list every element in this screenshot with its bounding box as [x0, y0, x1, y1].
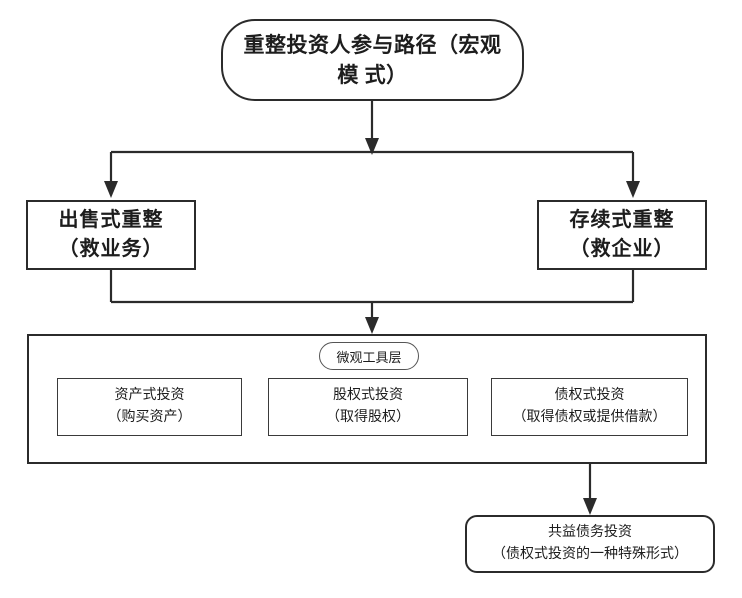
- node-going-line2: （救企业）: [569, 238, 675, 260]
- tool-debt-investment[interactable]: 债权式投资 （取得债权或提供借款）: [491, 378, 688, 436]
- node-going-concern-restructuring[interactable]: 存续式重整 （救企业）: [537, 200, 707, 270]
- node-common-label: 共益债务投资 （债权式投资的一种特殊形式）: [482, 522, 698, 567]
- tool-asset-label: 资产式投资 （购买资产）: [108, 385, 192, 430]
- node-sale-label: 出售式重整 （救业务）: [49, 206, 174, 264]
- node-root-path[interactable]: 重整投资人参与路径（宏观模 式）: [221, 19, 524, 101]
- node-common-line2: （债权式投资的一种特殊形式）: [492, 547, 688, 562]
- tool-debt-line1: 债权式投资: [554, 387, 625, 403]
- tool-equity-label: 股权式投资 （取得股权）: [326, 385, 410, 430]
- tool-asset-line1: 资产式投资: [114, 387, 185, 403]
- node-sale-restructuring[interactable]: 出售式重整 （救业务）: [26, 200, 196, 270]
- node-common-benefit-debt-investment[interactable]: 共益债务投资 （债权式投资的一种特殊形式）: [465, 515, 715, 573]
- tool-layer-badge-label: 微观工具层: [336, 349, 402, 365]
- tool-equity-line1: 股权式投资: [333, 387, 403, 403]
- tool-debt-label: 债权式投资 （取得债权或提供借款）: [513, 385, 667, 430]
- node-sale-line1: 出售式重整: [58, 209, 164, 231]
- tool-equity-line2: （取得股权）: [326, 410, 410, 425]
- arrowhead-root-split: [365, 138, 379, 155]
- tool-asset-line2: （购买资产）: [107, 410, 192, 425]
- arrowhead-tools: [365, 317, 379, 334]
- tool-debt-line2: （取得债权或提供借款）: [512, 410, 667, 425]
- node-root-label: 重整投资人参与路径（宏观模 式）: [243, 32, 502, 87]
- node-going-label: 存续式重整 （救企业）: [560, 206, 685, 264]
- tool-layer-badge: 微观工具层: [319, 342, 419, 370]
- tool-equity-investment[interactable]: 股权式投资 （取得股权）: [268, 378, 468, 436]
- arrowhead-sale: [104, 181, 118, 198]
- tool-asset-investment[interactable]: 资产式投资 （购买资产）: [57, 378, 242, 436]
- node-going-line1: 存续式重整: [569, 209, 675, 231]
- arrowhead-going: [626, 181, 640, 198]
- node-sale-line2: （救业务）: [58, 238, 164, 260]
- arrowhead-leaf: [583, 498, 597, 515]
- node-common-line1: 共益债务投资: [548, 524, 632, 540]
